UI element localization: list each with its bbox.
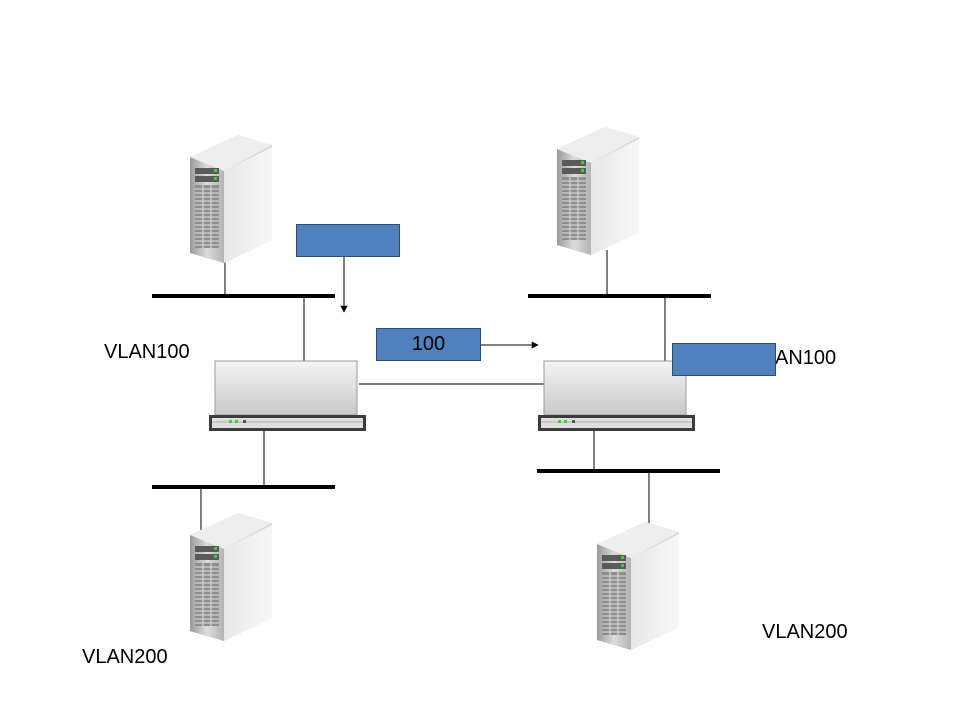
server-tower-icon (189, 512, 273, 642)
label-left-vlan100: VLAN100 (104, 341, 190, 363)
vlan-tag-box-100: 100 (376, 328, 481, 361)
server-tower-icon (556, 126, 640, 256)
label-right-vlan100: AN100 (775, 347, 837, 369)
vlan-tag-box-right (672, 343, 776, 376)
vlan-tag-box-top (296, 224, 400, 257)
server-tower-icon (189, 134, 273, 264)
bus-bars (152, 294, 720, 489)
cables (200, 250, 666, 538)
label-left-vlan200: VLAN200 (82, 646, 168, 668)
server-tower-icon (596, 521, 680, 651)
label-right-vlan200: VLAN200 (762, 621, 848, 643)
switch-icon (208, 360, 367, 432)
